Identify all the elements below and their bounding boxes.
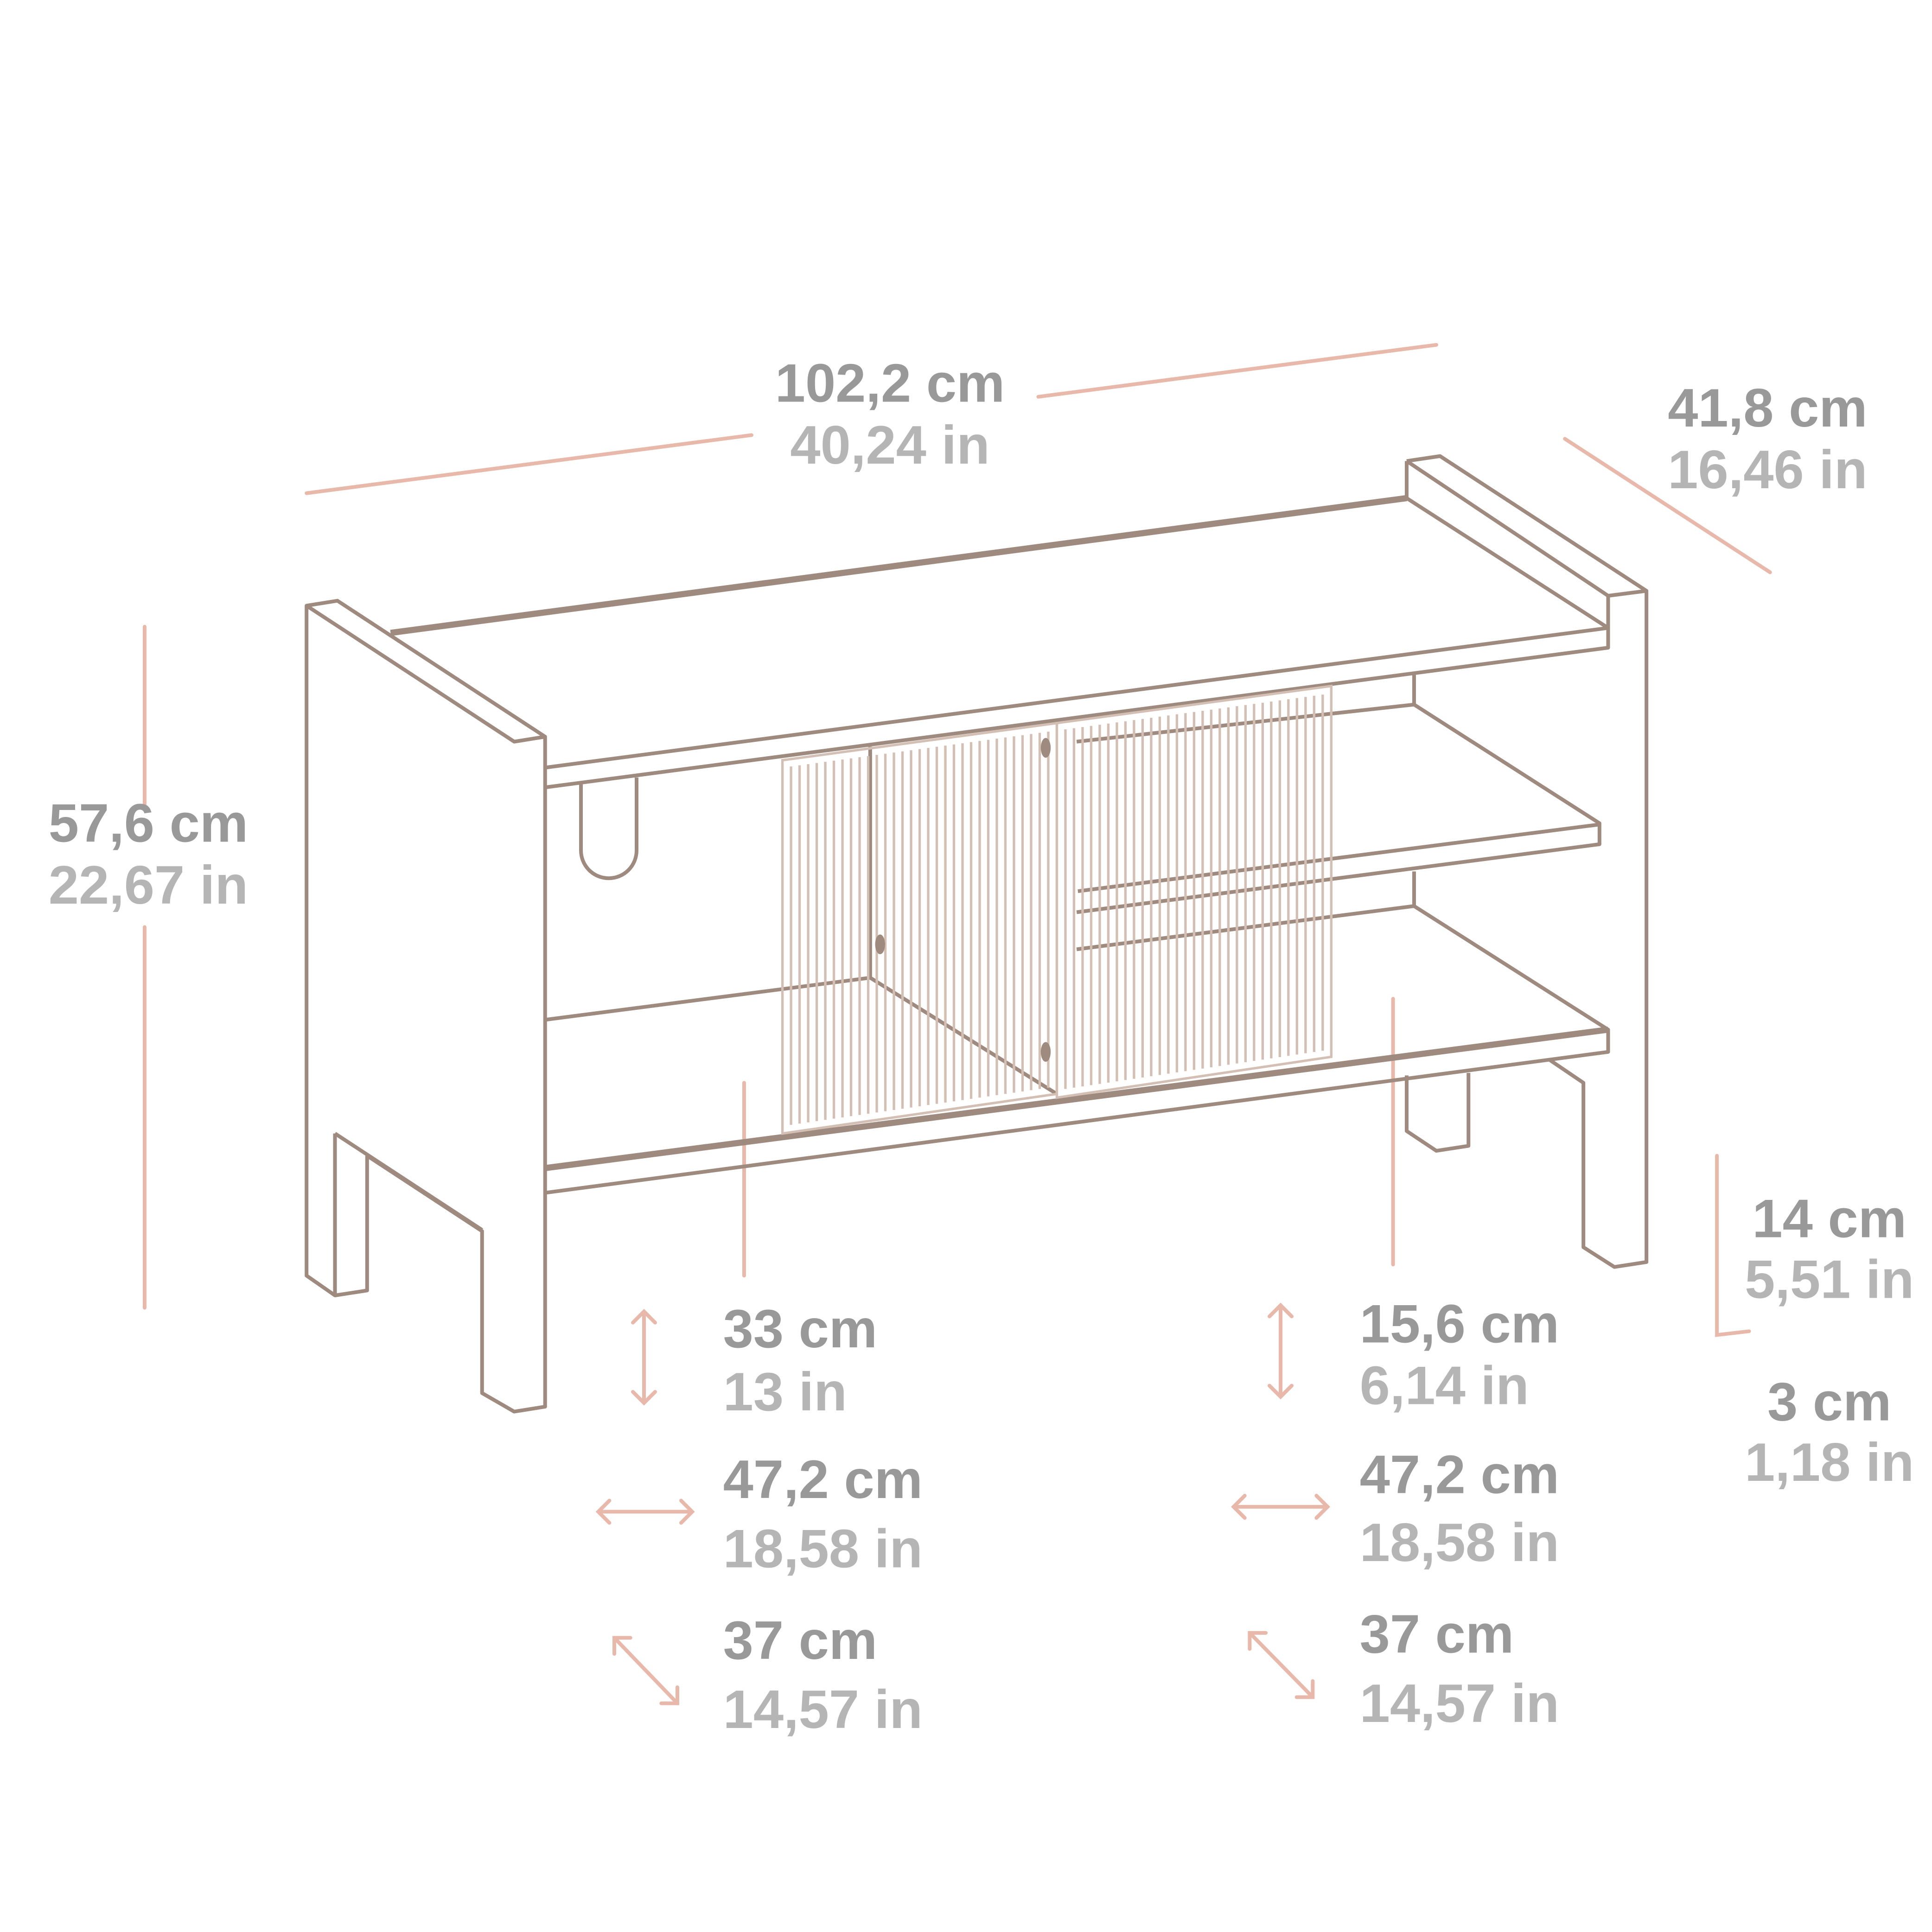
right-height-in: 6,14 in xyxy=(1360,1355,1529,1416)
horizontal-arrow-icon xyxy=(595,1498,695,1525)
depth-line xyxy=(1563,437,1772,574)
diagonal-arrow-icon xyxy=(1248,1631,1315,1699)
horizontal-arrow-icon xyxy=(1231,1493,1330,1520)
right-door-slats xyxy=(1064,695,1324,1089)
depth-label: 41,8 cm 16,46 in xyxy=(1668,377,1867,500)
width-cm: 102,2 cm xyxy=(775,352,1005,413)
height-cm: 57,6 cm xyxy=(49,793,248,854)
top-panel xyxy=(390,496,1610,790)
width-line-right xyxy=(1036,343,1438,399)
left-height-cm: 33 cm xyxy=(723,1298,878,1359)
left-door-knob[interactable] xyxy=(875,934,885,955)
leg-height-line xyxy=(1715,1154,1751,1337)
right-width-cm: 47,2 cm xyxy=(1360,1444,1559,1505)
dimension-lines xyxy=(142,343,1772,1337)
left-width-cm: 47,2 cm xyxy=(723,1449,923,1510)
right-compartment-dimensions: 15,6 cm 6,14 in 47,2 cm 18,58 in 37 cm 1… xyxy=(1231,1293,1559,1734)
left-width-in: 18,58 in xyxy=(723,1518,923,1579)
right-door-knob[interactable] xyxy=(1040,738,1051,758)
middle-shelf xyxy=(1076,675,1601,951)
cable-cutout xyxy=(579,777,639,880)
depth-in: 16,46 in xyxy=(1668,439,1867,500)
left-door[interactable] xyxy=(781,721,1058,1135)
left-door-knob-bottom xyxy=(1040,1042,1051,1062)
height-in: 22,67 in xyxy=(49,854,248,915)
depth-cm: 41,8 cm xyxy=(1668,377,1867,438)
leg-width-label: 3 cm 1,18 in xyxy=(1745,1371,1914,1492)
tv-bench-drawing xyxy=(305,454,1649,1414)
width-line-left xyxy=(305,433,753,495)
leg-height-cm: 14 cm xyxy=(1752,1188,1906,1249)
bottom-shelf-front xyxy=(544,1027,1609,1172)
right-door[interactable] xyxy=(1040,684,1333,1099)
width-in: 40,24 in xyxy=(790,414,989,475)
leg-width-cm: 3 cm xyxy=(1767,1371,1891,1432)
left-compartment-dimensions: 33 cm 13 in 47,2 cm 18,58 in 37 cm 14,57… xyxy=(595,1298,923,1740)
right-width-in: 18,58 in xyxy=(1360,1512,1559,1573)
width-label: 102,2 cm 40,24 in xyxy=(775,352,1005,475)
left-side-panel xyxy=(305,599,547,1414)
vertical-arrow-icon xyxy=(1268,1302,1294,1400)
vertical-arrow-icon xyxy=(631,1308,657,1406)
left-depth-cm: 37 cm xyxy=(723,1610,878,1671)
height-label: 57,6 cm 22,67 in xyxy=(49,793,248,915)
left-door-slats xyxy=(790,732,1050,1125)
left-depth-in: 14,57 in xyxy=(723,1679,923,1740)
right-height-cm: 15,6 cm xyxy=(1360,1293,1559,1354)
diagonal-arrow-icon xyxy=(612,1636,679,1705)
leg-width-in: 1,18 in xyxy=(1745,1432,1914,1492)
top-back-edge xyxy=(390,495,1407,636)
leg-height-label: 14 cm 5,51 in xyxy=(1745,1188,1914,1310)
back-right-leg xyxy=(1404,1073,1471,1153)
right-side-panel xyxy=(1404,454,1649,1269)
left-height-in: 13 in xyxy=(723,1361,847,1422)
leg-height-in: 5,51 in xyxy=(1745,1249,1914,1309)
right-depth-cm: 37 cm xyxy=(1360,1603,1514,1664)
right-depth-in: 14,57 in xyxy=(1360,1673,1559,1734)
